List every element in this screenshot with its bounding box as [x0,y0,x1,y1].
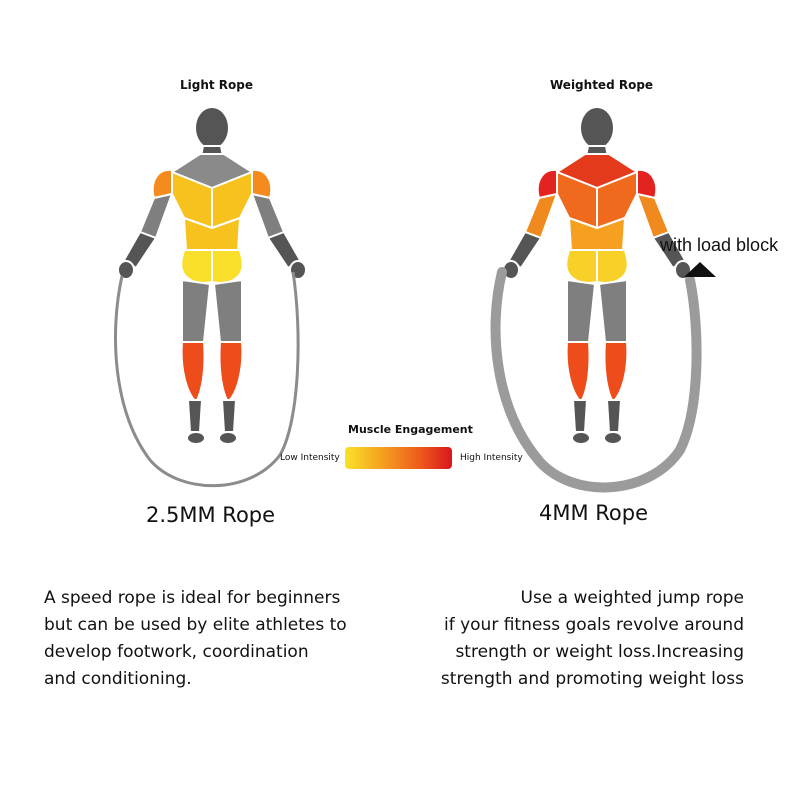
right-forearm [267,231,301,269]
right-upper-arm [636,193,670,239]
right-thigh-muscle [598,279,628,343]
right-calf-muscle [218,341,244,403]
left-thigh-muscle [181,279,211,343]
weighted-rope-line [490,267,702,493]
light-rope-line [113,271,300,488]
left-shin [187,399,203,433]
legend-high-label: High Intensity [460,453,523,463]
left-glute-muscle [565,249,598,284]
head [194,106,230,150]
left-upper-arm [524,193,558,239]
legend-title: Muscle Engagement [348,423,473,436]
left-shin [572,399,588,433]
light-rope-figure [117,106,307,445]
lower-back-muscle [183,217,241,251]
left-calf-muscle [565,341,591,403]
right-forearm [652,231,686,269]
head [579,106,615,150]
weighted-rope-figure [502,106,692,445]
intensity-gradient-bar [345,447,452,469]
weighted-rope-size: 4MM Rope [539,501,649,525]
load-block-icon [684,262,716,277]
right-foot [603,431,623,445]
lower-back-muscle [568,217,626,251]
description-line: strength and promoting weight loss [440,669,744,689]
right-glute-muscle [211,249,244,284]
right-shin [606,399,622,433]
light-rope-size: 2.5MM Rope [146,503,276,527]
description-line: strength or weight loss.Increasing [455,642,744,662]
left-thigh-muscle [566,279,596,343]
left-foot [186,431,206,445]
load-block-label: with load block [660,235,779,255]
light-rope-title: Light Rope [180,78,254,92]
right-foot [218,431,238,445]
description-line: Use a weighted jump rope [520,588,744,608]
left-forearm [123,231,157,269]
right-glute-muscle [596,249,629,284]
right-calf-muscle [603,341,629,403]
right-thigh-muscle [213,279,243,343]
left-hand [117,260,135,280]
description-line: and conditioning. [44,669,192,689]
description-line: but can be used by elite athletes to [44,615,347,635]
right-shin [221,399,237,433]
right-upper-arm [251,193,285,239]
left-glute-muscle [180,249,213,284]
left-foot [571,431,591,445]
left-forearm [508,231,542,269]
weighted-rope-description: Use a weighted jump rope if your fitness… [441,585,744,693]
description-line: A speed rope is ideal for beginners [44,588,341,608]
legend-low-label: Low Intensity [280,453,340,463]
description-line: if your fitness goals revolve around [443,615,744,635]
left-upper-arm [139,193,173,239]
description-line: develop footwork, coordination [44,642,309,662]
light-rope-description: A speed rope is ideal for beginners but … [44,585,347,693]
left-calf-muscle [180,341,206,403]
weighted-rope-title: Weighted Rope [550,78,654,92]
